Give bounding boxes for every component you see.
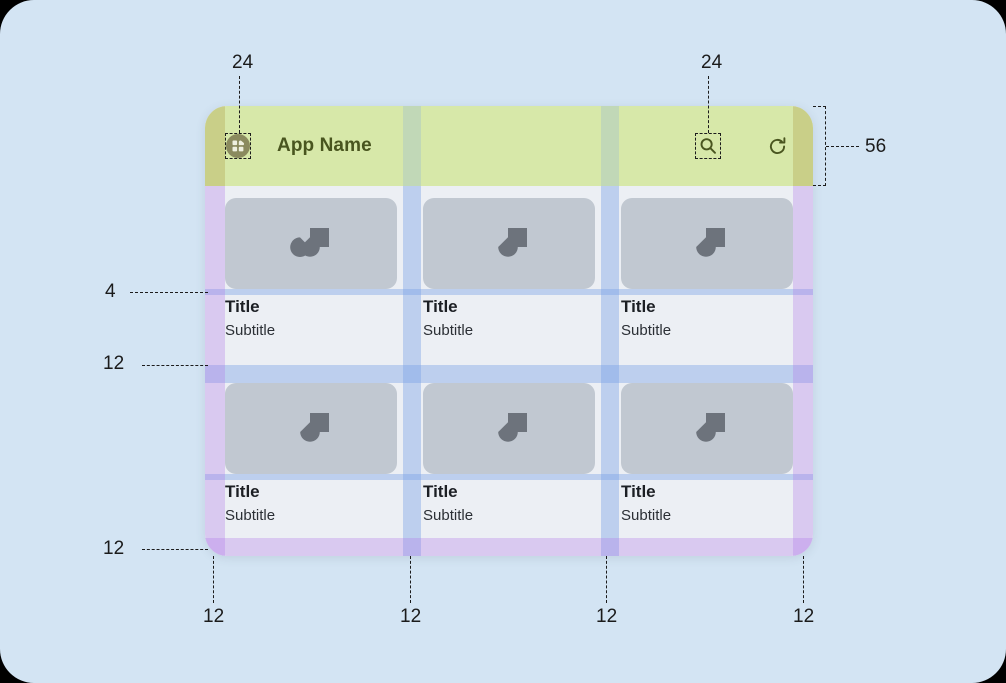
- leader-line-appbar-height: [826, 146, 859, 147]
- card-title: Title: [225, 297, 260, 316]
- app-mockup-frame: App Name: [205, 106, 813, 556]
- list-item[interactable]: Title Subtitle: [621, 383, 793, 528]
- annotation-label-bottom-col-1: 12: [203, 606, 225, 627]
- leader-line-icon-size-right: [708, 76, 709, 133]
- annotation-label-bottom-padding: 12: [103, 538, 125, 559]
- leader-line-bottom-col-3: [606, 556, 607, 603]
- leader-line-bottom-padding: [142, 549, 208, 550]
- measure-bracket-appbar-height: [813, 106, 826, 186]
- card-title: Title: [423, 297, 458, 316]
- card-title: Title: [225, 482, 260, 501]
- image-placeholder-icon: [621, 383, 793, 474]
- card-grid: Title Subtitle Title Subtitle: [205, 186, 813, 556]
- list-item[interactable]: Title Subtitle: [225, 198, 397, 343]
- card-subtitle: Subtitle: [225, 507, 276, 524]
- leader-line-bottom-col-1: [213, 556, 214, 603]
- leader-line-row-gap: [142, 365, 208, 366]
- list-item[interactable]: Title Subtitle: [621, 198, 793, 343]
- card-subtitle: Subtitle: [225, 322, 276, 339]
- annotation-label-appbar-height: 56: [865, 136, 887, 157]
- leader-line-bottom-col-2: [410, 556, 411, 603]
- card-subtitle: Subtitle: [621, 507, 672, 524]
- card-title: Title: [423, 482, 458, 501]
- card-subtitle: Subtitle: [423, 322, 474, 339]
- annotation-label-icon-size-left: 24: [232, 52, 254, 73]
- search-measure-box: [695, 133, 721, 159]
- image-placeholder-icon: [225, 383, 397, 474]
- app-title: App Name: [277, 135, 372, 156]
- list-item[interactable]: Title Subtitle: [423, 383, 595, 528]
- annotation-label-image-title-gap: 4: [105, 281, 116, 302]
- search-icon[interactable]: [698, 136, 718, 156]
- app-grid-logo-icon[interactable]: [226, 134, 250, 158]
- leader-line-image-title-gap: [130, 292, 208, 293]
- leader-line-icon-size-left: [239, 76, 240, 133]
- annotation-label-icon-size-right: 24: [701, 52, 723, 73]
- leader-line-bottom-col-4: [803, 556, 804, 603]
- image-placeholder-icon: [423, 198, 595, 289]
- card-title: Title: [621, 482, 656, 501]
- annotation-label-row-gap: 12: [103, 353, 125, 374]
- refresh-icon[interactable]: [767, 136, 788, 157]
- card-title: Title: [621, 297, 656, 316]
- list-item[interactable]: Title Subtitle: [423, 198, 595, 343]
- annotation-label-bottom-col-3: 12: [596, 606, 618, 627]
- app-logo-measure-box: [225, 133, 251, 159]
- annotation-label-bottom-col-2: 12: [400, 606, 422, 627]
- image-placeholder-icon: [225, 198, 397, 289]
- app-bar: App Name: [205, 106, 813, 186]
- annotation-label-bottom-col-4: 12: [793, 606, 815, 627]
- list-item[interactable]: Title Subtitle: [225, 383, 397, 528]
- card-subtitle: Subtitle: [423, 507, 474, 524]
- app-bar-content: App Name: [205, 106, 813, 186]
- card-subtitle: Subtitle: [621, 322, 672, 339]
- image-placeholder-icon: [621, 198, 793, 289]
- image-placeholder-icon: [423, 383, 595, 474]
